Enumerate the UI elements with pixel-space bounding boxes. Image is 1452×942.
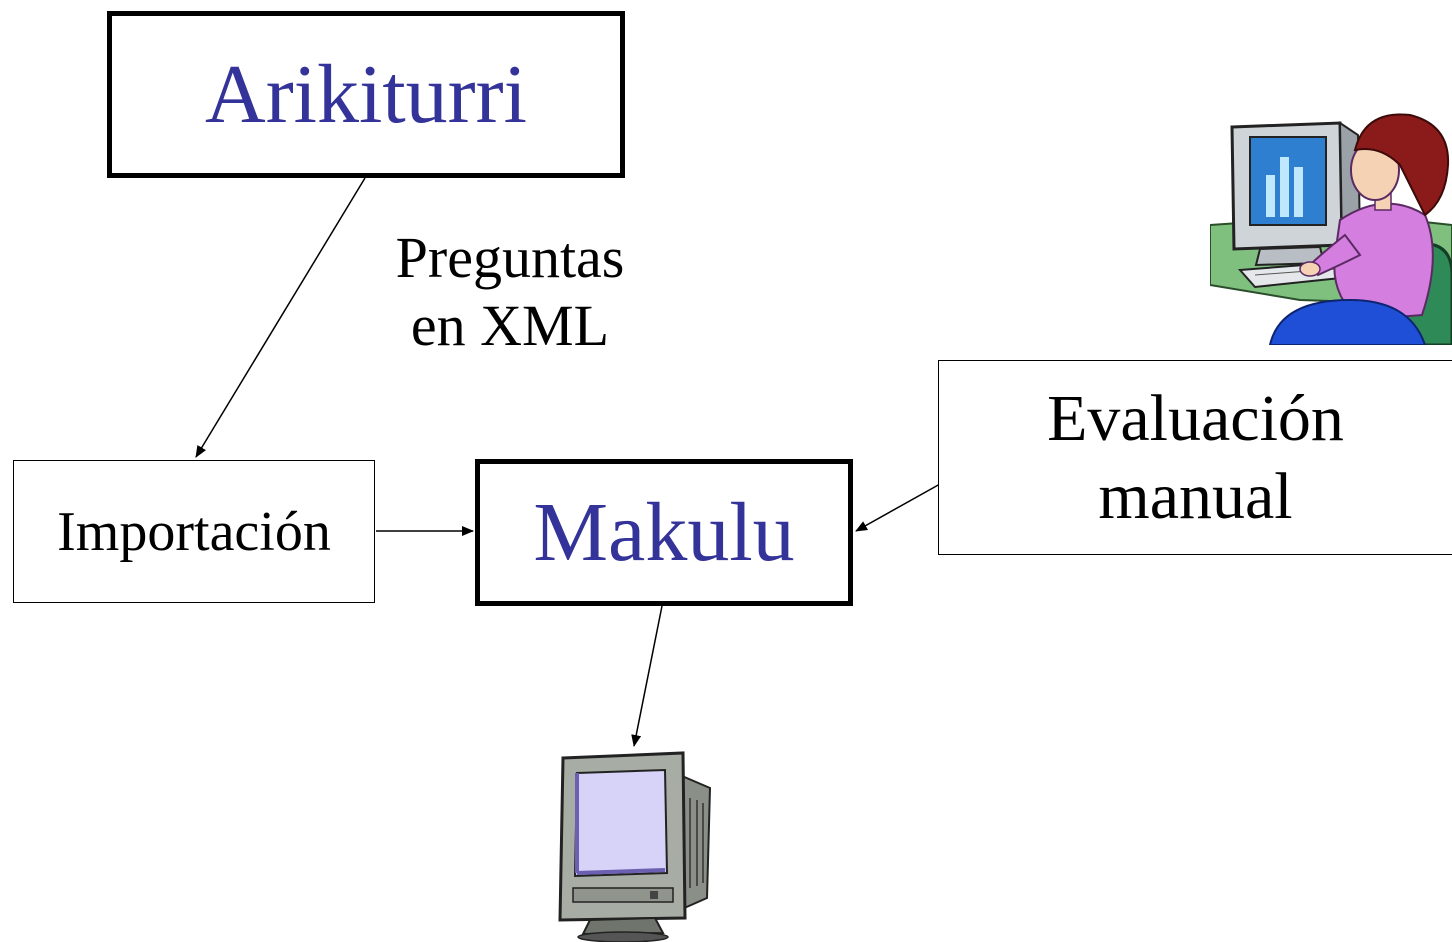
arikiturri-box: Arikiturri	[107, 11, 625, 178]
evaluacion-line-1: Evaluación	[1047, 381, 1344, 455]
edge-label-preguntas-xml: Preguntas en XML	[370, 224, 650, 361]
arrow-evaluacion-to-makulu	[855, 483, 941, 532]
importacion-box: Importación	[13, 460, 375, 603]
person-at-computer-icon	[1210, 105, 1452, 345]
arrow-arikiturri-to-importacion	[195, 177, 366, 458]
importacion-label: Importación	[57, 500, 331, 563]
arrow-makulu-to-monitor	[631, 605, 663, 747]
evaluacion-manual-box: Evaluación manual	[938, 360, 1452, 555]
arikiturri-label: Arikiturri	[205, 48, 527, 141]
makulu-label: Makulu	[533, 486, 795, 579]
makulu-box: Makulu	[475, 459, 853, 606]
monitor-icon	[555, 748, 715, 942]
edge-label-line-2: en XML	[410, 293, 610, 359]
edge-label-line-1: Preguntas	[395, 225, 625, 290]
evaluacion-line-2: manual	[1098, 459, 1293, 533]
